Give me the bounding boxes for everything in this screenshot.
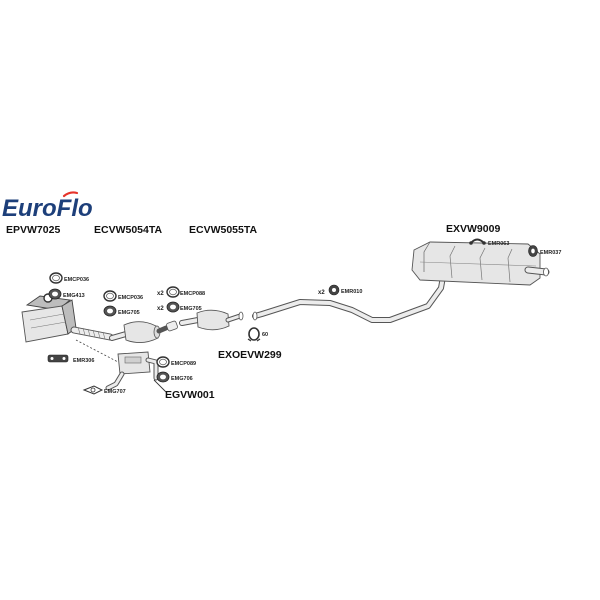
emcp089-icon — [156, 356, 170, 368]
egr-pointer-line — [153, 379, 167, 393]
part-code-dpf[interactable]: EPVW7025 — [6, 224, 60, 236]
dpf-unit-drawing — [21, 293, 77, 343]
emg707-flange-gasket-icon — [82, 385, 104, 395]
emr063-hanger-icon — [469, 238, 486, 245]
logo-brand-accent: Flo — [57, 195, 93, 222]
emr306-mount-drawing — [47, 354, 69, 363]
qty-emg705-b: x2 — [157, 306, 164, 312]
egr-pipe-drawing — [105, 351, 159, 391]
part-code-rear-box[interactable]: EXVW9009 — [446, 223, 500, 235]
rear-silencer-drawing — [411, 241, 550, 286]
emg705-a-gasket-icon — [103, 305, 117, 317]
clamp-60-drawing — [247, 327, 261, 342]
catalyst-1-drawing — [109, 321, 169, 343]
emg413-gasket-icon — [48, 288, 62, 300]
qty-emr010: x2 — [318, 290, 325, 296]
catalyst-2-drawing — [179, 309, 244, 331]
label-emr306[interactable]: EMR306 — [73, 358, 94, 364]
part-code-egr-pipe[interactable]: EGVW001 — [165, 389, 215, 401]
label-emcp088[interactable]: EMCP088 — [180, 291, 205, 297]
label-emcp036-a[interactable]: EMCP036 — [64, 277, 89, 283]
label-emg705-a[interactable]: EMG705 — [118, 310, 140, 316]
logo-swoosh-mark — [62, 191, 79, 198]
logo-brand-main: Euro — [2, 195, 57, 222]
label-emg707[interactable]: EMG707 — [104, 389, 126, 395]
part-code-cat-2[interactable]: ECVW5055TA — [189, 224, 257, 236]
label-emcp036-b[interactable]: EMCP036 — [118, 295, 143, 301]
part-code-cat-1[interactable]: ECVW5054TA — [94, 224, 162, 236]
euroflo-logo: EuroFlo — [2, 191, 93, 222]
emr010-mount-icon — [328, 284, 340, 296]
svg-text:EuroFlo: EuroFlo — [2, 195, 93, 222]
label-emg705-b[interactable]: EMG705 — [180, 306, 202, 312]
label-emr063[interactable]: EMR063 — [488, 241, 509, 247]
centre-pipe-drawing — [252, 268, 447, 323]
qty-emcp088: x2 — [157, 291, 164, 297]
emr037-mount-icon — [528, 245, 538, 257]
emg705-b-gasket-icon — [166, 301, 180, 313]
label-emg706[interactable]: EMG706 — [171, 376, 193, 382]
part-code-flex-pipe[interactable]: EXOEVW299 — [218, 349, 282, 361]
dpf-link-flex-drawing — [70, 326, 114, 341]
emg706-gasket-icon — [156, 371, 170, 383]
emcp088-icon — [166, 286, 180, 298]
emcp036-a-icon — [49, 272, 63, 284]
label-emg413[interactable]: EMG413 — [63, 293, 85, 299]
label-emcp089[interactable]: EMCP089 — [171, 361, 196, 367]
label-emr010[interactable]: EMR010 — [341, 289, 362, 295]
label-clamp-60[interactable]: 60 — [262, 332, 268, 338]
label-emr037[interactable]: EMR037 — [540, 250, 561, 256]
link-collar-drawing — [166, 320, 178, 332]
emcp036-b-icon — [103, 290, 117, 302]
